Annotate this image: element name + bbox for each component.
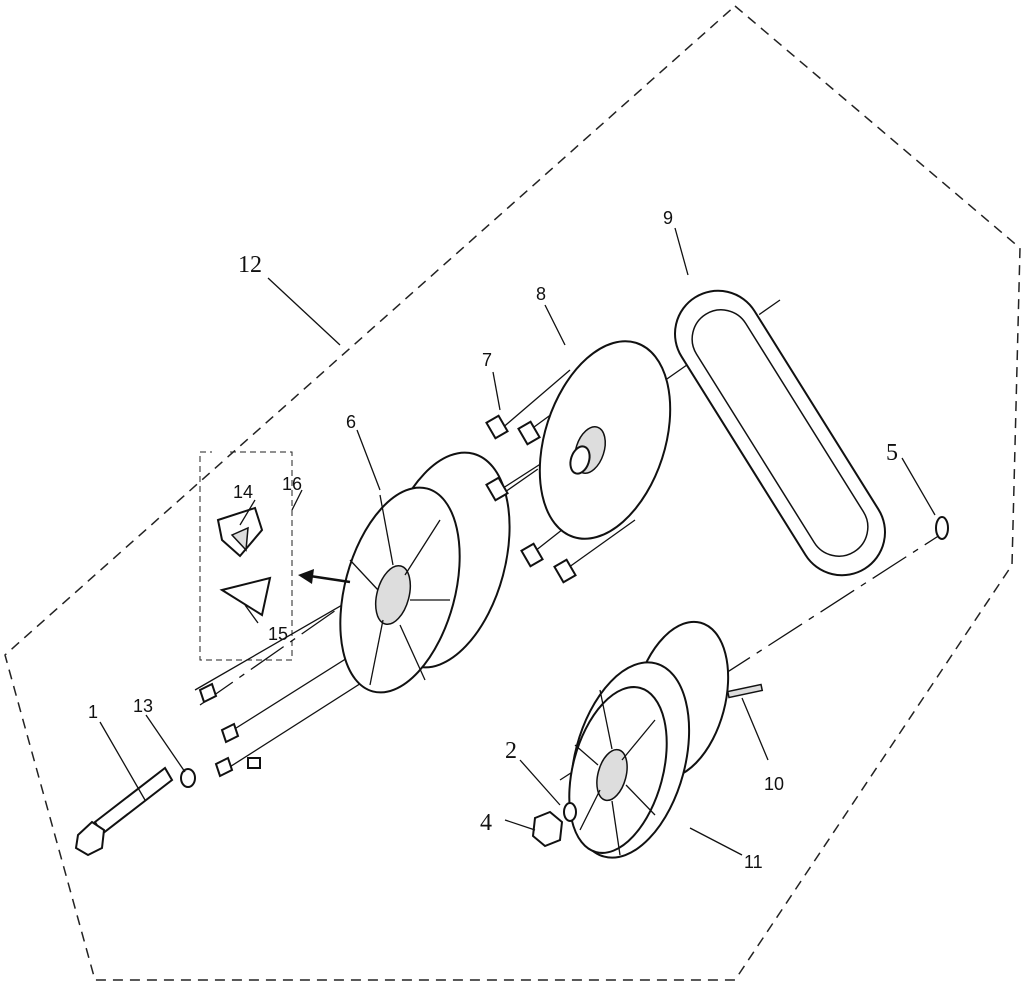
callout-9: 9 [663,208,673,228]
part-2-washer [563,802,577,822]
part-1-bolt [74,766,174,857]
callout-7: 7 [482,350,492,370]
callout-5: 5 [886,440,898,466]
assembly-12-boundary [4,5,1021,981]
arrow-icon [298,569,351,584]
part-14-slider [216,506,264,558]
callout-2: 2 [505,738,517,764]
part-6-bolts [198,682,261,778]
callout-15: 15 [268,624,288,644]
part-4-nut [531,810,564,848]
part-5-washer [935,516,949,540]
callout-12: 12 [238,252,262,278]
callout-4: 4 [480,810,492,836]
part-11-driven-pulley [568,620,730,859]
part-8-plate [538,340,672,540]
callout-14: 14 [233,482,253,502]
part-13-washer [180,768,196,788]
callout-16: 16 [282,474,302,494]
leader-lines [99,227,936,856]
callout-13: 13 [133,696,153,716]
part-10-key [726,683,764,699]
callout-10: 10 [764,774,784,794]
part-9-belt [673,289,887,577]
part-6-drive-pulley [339,451,511,694]
part-15-slider [219,576,272,617]
callout-1: 1 [88,702,98,722]
callout-11: 11 [744,852,763,872]
callout-8: 8 [536,284,546,304]
callout-6: 6 [346,412,356,432]
